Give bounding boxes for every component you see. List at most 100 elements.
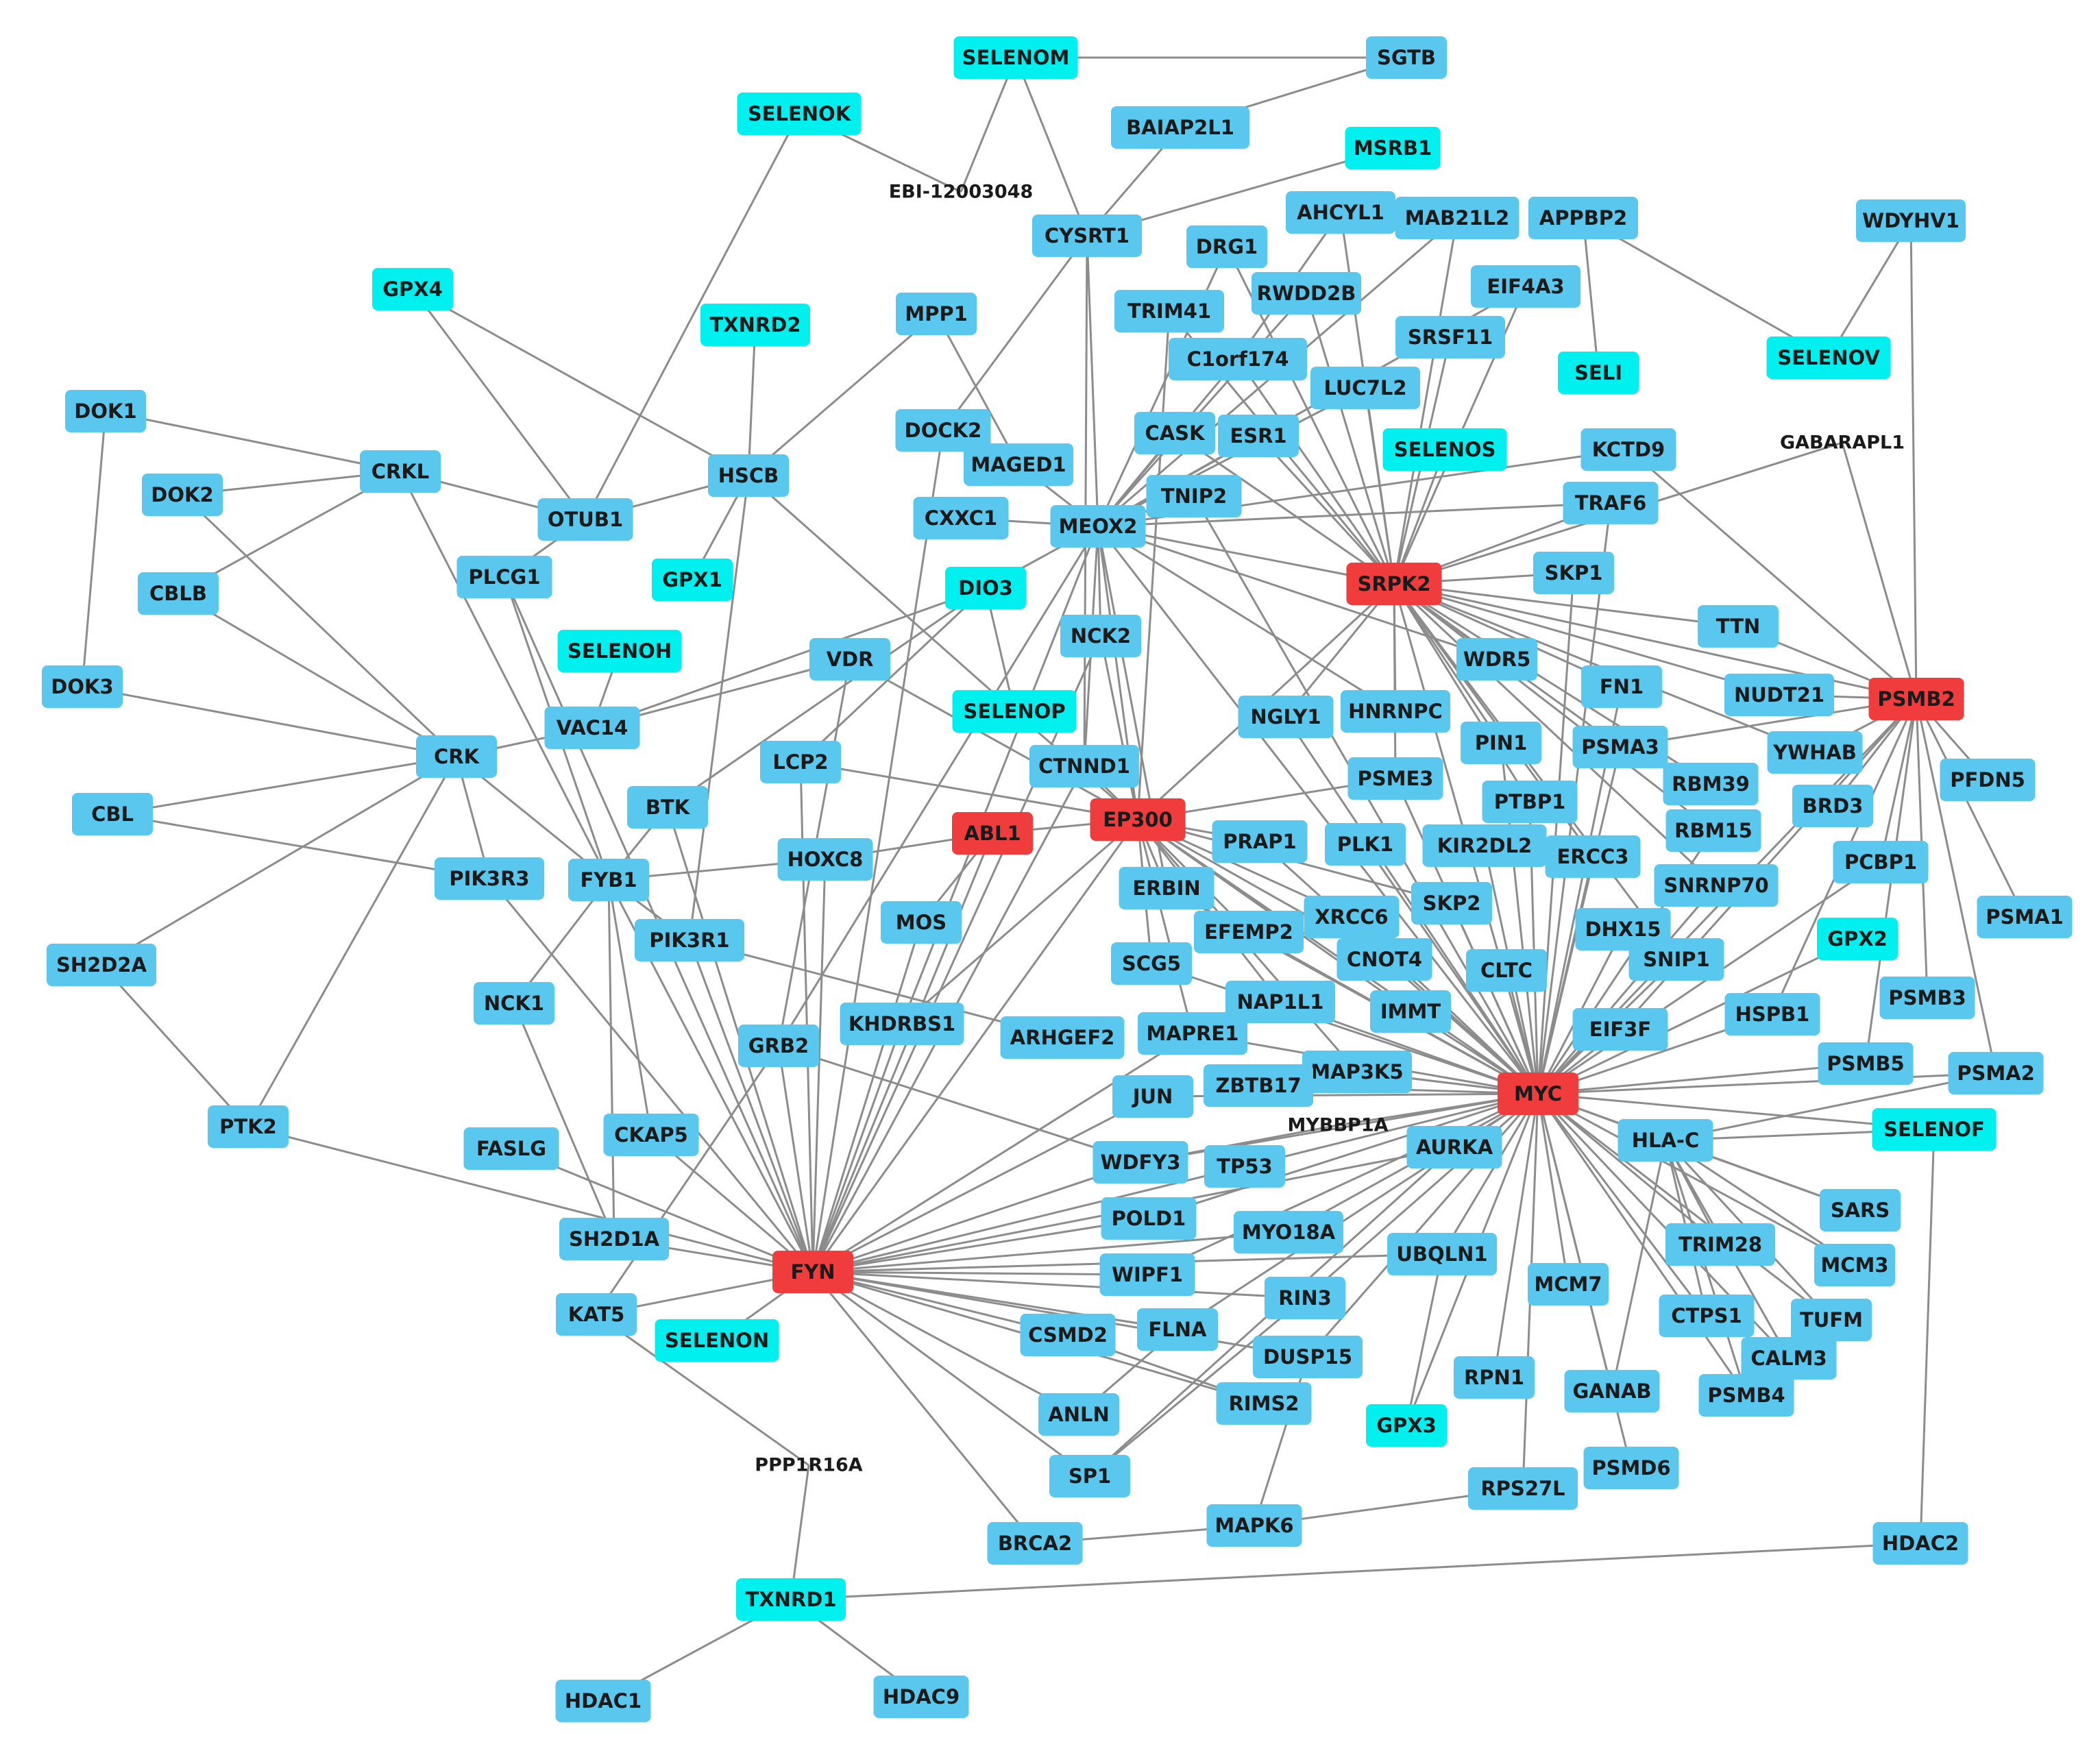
node-aurka[interactable]: AURKA — [1406, 1126, 1502, 1168]
node-plk1[interactable]: PLK1 — [1325, 823, 1406, 866]
node-psma2[interactable]: PSMA2 — [1948, 1052, 2044, 1094]
node-brca2[interactable]: BRCA2 — [987, 1522, 1083, 1565]
node-vac14[interactable]: VAC14 — [544, 707, 640, 749]
node-hoxc8[interactable]: HOXC8 — [777, 838, 873, 881]
node-ganab[interactable]: GANAB — [1564, 1370, 1660, 1412]
node-gpx3[interactable]: GPX3 — [1366, 1404, 1447, 1447]
node-luc7l2[interactable]: LUC7L2 — [1310, 367, 1420, 409]
node-calm3[interactable]: CALM3 — [1741, 1337, 1837, 1380]
node-pcbp1[interactable]: PCBP1 — [1833, 841, 1929, 883]
node-pfdn5[interactable]: PFDN5 — [1940, 759, 2036, 801]
node-hscb[interactable]: HSCB — [708, 454, 789, 497]
node-srpk2[interactable]: SRPK2 — [1346, 563, 1442, 605]
node-mos[interactable]: MOS — [881, 901, 962, 944]
node-flna[interactable]: FLNA — [1137, 1308, 1218, 1351]
node-c1orf174[interactable]: C1orf174 — [1169, 338, 1307, 380]
node-txnrd2[interactable]: TXNRD2 — [700, 304, 810, 346]
node-pold1[interactable]: POLD1 — [1101, 1197, 1197, 1240]
node-selenoh[interactable]: SELENOH — [557, 630, 682, 672]
node-dok1[interactable]: DOK1 — [65, 390, 146, 432]
node-rps27l[interactable]: RPS27L — [1468, 1467, 1578, 1510]
node-skp1[interactable]: SKP1 — [1533, 552, 1614, 594]
node-cbl[interactable]: CBL — [72, 793, 153, 835]
node-sars[interactable]: SARS — [1820, 1189, 1901, 1231]
node-wipf1[interactable]: WIPF1 — [1099, 1253, 1195, 1296]
node-psmb4[interactable]: PSMB4 — [1698, 1374, 1794, 1417]
node-selenom[interactable]: SELENOM — [953, 36, 1078, 79]
node-psme3[interactable]: PSME3 — [1347, 757, 1443, 800]
node-gpx1[interactable]: GPX1 — [652, 559, 733, 601]
node-anln[interactable]: ANLN — [1038, 1393, 1119, 1436]
node-map3k5[interactable]: MAP3K5 — [1302, 1051, 1412, 1093]
node-selenok[interactable]: SELENOK — [737, 93, 862, 135]
node-hla-c[interactable]: HLA-C — [1617, 1119, 1713, 1162]
node-myo18a[interactable]: MYO18A — [1234, 1211, 1343, 1253]
node-faslg[interactable]: FASLG — [463, 1127, 559, 1170]
node-abl1[interactable]: ABL1 — [952, 812, 1033, 855]
node-trim28[interactable]: TRIM28 — [1665, 1223, 1775, 1266]
node-kctd9[interactable]: KCTD9 — [1580, 428, 1676, 471]
node-mpp1[interactable]: MPP1 — [896, 293, 977, 335]
node-dock2[interactable]: DOCK2 — [895, 409, 991, 452]
node-mybbp1a[interactable]: MYBBP1A — [1287, 1115, 1388, 1136]
node-hdac9[interactable]: HDAC9 — [873, 1676, 969, 1718]
node-srsf11[interactable]: SRSF11 — [1395, 316, 1505, 358]
node-myc[interactable]: MYC — [1498, 1072, 1578, 1115]
node-mab21l2[interactable]: MAB21L2 — [1395, 197, 1519, 239]
node-snip1[interactable]: SNIP1 — [1628, 938, 1724, 981]
node-psmd6[interactable]: PSMD6 — [1583, 1447, 1679, 1489]
node-grb2[interactable]: GRB2 — [738, 1025, 819, 1067]
node-ebi-12003048[interactable]: EBI-12003048 — [889, 182, 1034, 203]
node-xrcc6[interactable]: XRCC6 — [1304, 896, 1400, 938]
node-jun[interactable]: JUN — [1112, 1075, 1193, 1118]
node-tufm[interactable]: TUFM — [1791, 1299, 1872, 1341]
node-ctnnd1[interactable]: CTNND1 — [1029, 745, 1139, 787]
node-rims2[interactable]: RIMS2 — [1216, 1382, 1312, 1425]
node-gabarapl1[interactable]: GABARAPL1 — [1780, 432, 1905, 454]
node-kir2dl2[interactable]: KIR2DL2 — [1422, 824, 1547, 867]
node-selenop[interactable]: SELENOP — [952, 690, 1077, 733]
node-msrb1[interactable]: MSRB1 — [1345, 127, 1441, 169]
node-hdac1[interactable]: HDAC1 — [555, 1680, 651, 1722]
node-efemp2[interactable]: EFEMP2 — [1194, 911, 1304, 953]
node-tp53[interactable]: TP53 — [1204, 1145, 1285, 1188]
node-ptbp1[interactable]: PTBP1 — [1482, 781, 1578, 823]
node-selenof[interactable]: SELENOF — [1872, 1108, 1997, 1151]
node-fn1[interactable]: FN1 — [1581, 665, 1662, 708]
node-psmb3[interactable]: PSMB3 — [1879, 977, 1975, 1019]
node-sp1[interactable]: SP1 — [1049, 1455, 1130, 1497]
node-rbm39[interactable]: RBM39 — [1663, 763, 1759, 805]
node-scg5[interactable]: SCG5 — [1111, 942, 1192, 985]
node-rpn1[interactable]: RPN1 — [1454, 1356, 1535, 1399]
node-rbm15[interactable]: RBM15 — [1665, 809, 1761, 852]
node-mapre1[interactable]: MAPRE1 — [1138, 1012, 1247, 1055]
node-erbin[interactable]: ERBIN — [1119, 867, 1214, 909]
node-ep300[interactable]: EP300 — [1090, 798, 1186, 841]
node-sh2d1a[interactable]: SH2D1A — [559, 1218, 669, 1260]
node-kat5[interactable]: KAT5 — [556, 1293, 637, 1336]
node-skp2[interactable]: SKP2 — [1411, 882, 1492, 924]
node-immt[interactable]: IMMT — [1370, 990, 1451, 1033]
node-rin3[interactable]: RIN3 — [1265, 1277, 1345, 1319]
node-ubqln1[interactable]: UBQLN1 — [1387, 1233, 1497, 1275]
node-pik3r3[interactable]: PIK3R3 — [435, 857, 544, 900]
node-cblb[interactable]: CBLB — [138, 572, 219, 615]
node-ckap5[interactable]: CKAP5 — [603, 1114, 699, 1156]
node-mcm3[interactable]: MCM3 — [1814, 1244, 1895, 1286]
node-psmb2[interactable]: PSMB2 — [1868, 678, 1964, 720]
node-dok2[interactable]: DOK2 — [142, 474, 223, 516]
node-ercc3[interactable]: ERCC3 — [1545, 835, 1641, 878]
node-csmd2[interactable]: CSMD2 — [1020, 1314, 1116, 1356]
node-psma1[interactable]: PSMA1 — [1977, 896, 2073, 938]
node-ngly1[interactable]: NGLY1 — [1238, 696, 1334, 738]
node-fyb1[interactable]: FYB1 — [568, 859, 649, 901]
node-cxxc1[interactable]: CXXC1 — [913, 497, 1009, 539]
node-fyn[interactable]: FYN — [772, 1251, 853, 1293]
node-nck2[interactable]: NCK2 — [1060, 615, 1141, 657]
node-dio3[interactable]: DIO3 — [945, 567, 1026, 609]
node-dusp15[interactable]: DUSP15 — [1253, 1336, 1363, 1378]
node-pik3r1[interactable]: PIK3R1 — [635, 919, 744, 961]
node-nck1[interactable]: NCK1 — [474, 982, 554, 1025]
node-cnot4[interactable]: CNOT4 — [1336, 938, 1432, 981]
node-drg1[interactable]: DRG1 — [1186, 225, 1267, 268]
